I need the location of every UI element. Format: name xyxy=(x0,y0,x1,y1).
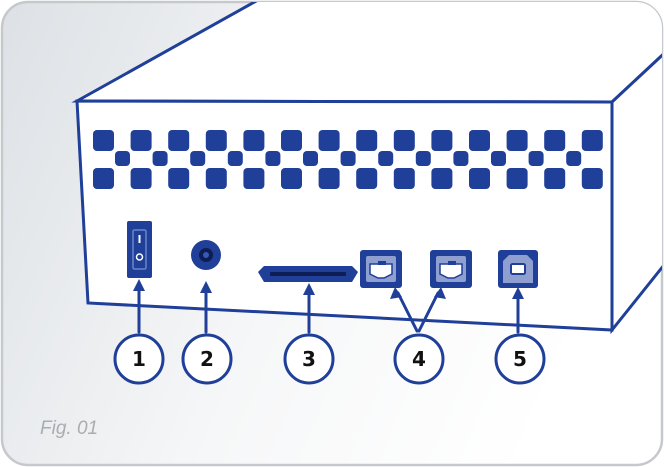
power-switch-icon xyxy=(127,221,152,278)
vent-hole xyxy=(356,130,378,151)
vent-hole xyxy=(168,168,190,189)
vent-hole xyxy=(469,130,490,151)
callout-arrowheads xyxy=(133,279,524,299)
vent-hole xyxy=(431,168,453,189)
firewire-800-port-icon xyxy=(430,250,472,288)
firewire-800-port-icon xyxy=(360,250,402,288)
callout-5: 5 xyxy=(494,333,546,385)
vent-hole xyxy=(115,151,130,166)
vent-hole xyxy=(93,130,114,151)
callout-3: 3 xyxy=(283,333,335,385)
callout-number: 3 xyxy=(302,347,316,371)
vent-hole xyxy=(243,130,265,151)
callout-number: 2 xyxy=(200,347,214,371)
vent-hole xyxy=(431,130,453,151)
vent-hole xyxy=(415,151,431,166)
callout-4: 4 xyxy=(393,333,445,385)
vent-hole xyxy=(243,168,265,189)
callout-number: 5 xyxy=(513,347,527,371)
callout-1: 1 xyxy=(113,333,165,385)
callout-number: 4 xyxy=(412,347,426,371)
vent-hole xyxy=(130,130,152,151)
vent-hole xyxy=(318,168,340,189)
vent-hole xyxy=(378,151,394,166)
callout-number: 1 xyxy=(132,347,146,371)
callout-2: 2 xyxy=(181,333,233,385)
vent-hole xyxy=(281,168,302,189)
vent-hole xyxy=(506,168,528,189)
vent-hole xyxy=(491,151,506,166)
vent-hole xyxy=(205,168,227,189)
vent-hole xyxy=(544,130,566,151)
device-rear-panel xyxy=(75,99,614,332)
vent-hole xyxy=(93,168,114,189)
vent-hole xyxy=(205,130,227,151)
device-enclosure xyxy=(71,2,662,335)
vent-hole xyxy=(303,151,318,166)
device-side-face xyxy=(610,16,662,335)
vent-hole xyxy=(168,130,190,151)
vent-hole xyxy=(393,168,415,189)
usb-b-port-icon xyxy=(498,250,538,288)
vent-hole xyxy=(356,168,378,189)
power-jack-icon xyxy=(191,240,221,270)
vent-hole xyxy=(227,151,243,166)
figure-caption: Fig. 01 xyxy=(40,418,98,439)
vent-hole xyxy=(190,151,206,166)
vent-hole xyxy=(581,130,603,151)
vent-hole xyxy=(318,130,340,151)
esata-port-icon xyxy=(258,266,358,282)
vent-hole xyxy=(152,151,168,166)
vent-hole xyxy=(469,168,490,189)
vent-hole xyxy=(544,168,566,189)
ventilation-grille xyxy=(93,130,603,189)
vent-hole xyxy=(393,130,415,151)
vent-hole xyxy=(506,130,528,151)
vent-hole xyxy=(581,168,603,189)
vent-hole xyxy=(528,151,544,166)
vent-hole xyxy=(340,151,356,166)
vent-hole xyxy=(281,130,302,151)
vent-hole xyxy=(265,151,281,166)
vent-hole xyxy=(566,151,582,166)
vent-hole xyxy=(453,151,469,166)
callout-leaders xyxy=(137,282,520,334)
vent-hole xyxy=(130,168,152,189)
